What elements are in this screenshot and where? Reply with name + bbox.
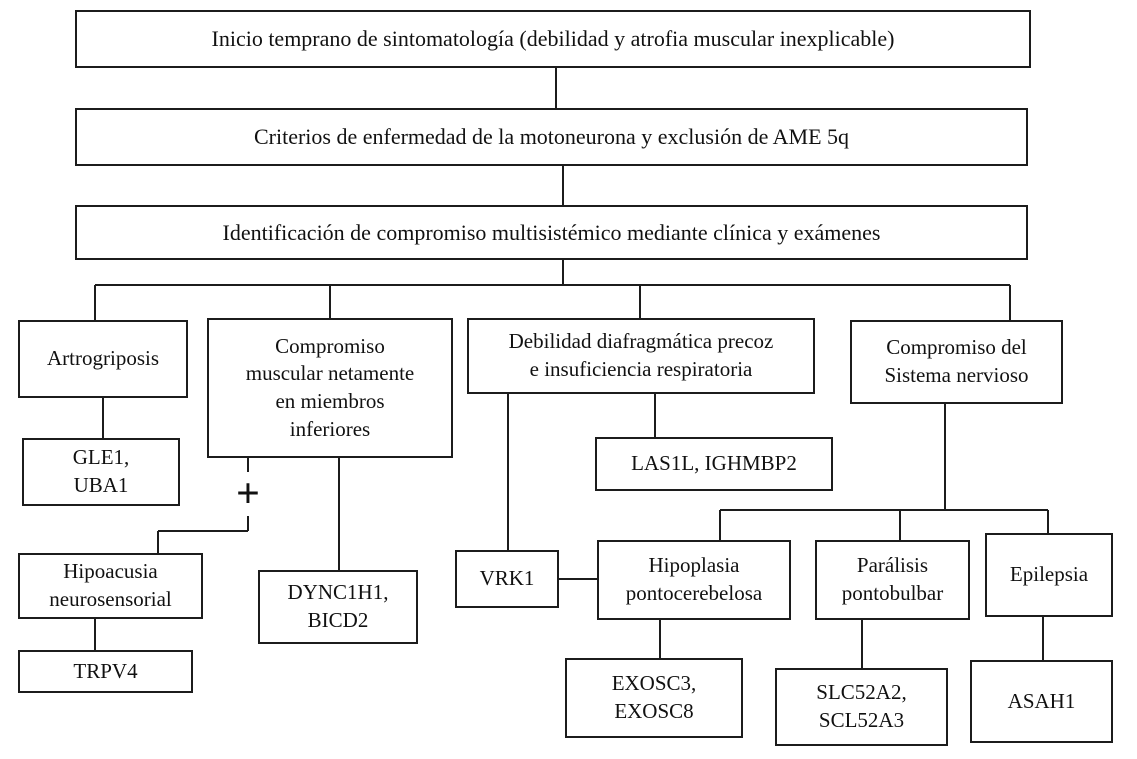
node-hipoacusia-neurosensorial: Hipoacusia neurosensorial [18, 553, 203, 619]
node-sistema-nervioso: Compromiso del Sistema nervioso [850, 320, 1063, 404]
node-gene-slc52a2-scl52a3: SLC52A2, SCL52A3 [775, 668, 948, 746]
node-gene-vrk1: VRK1 [455, 550, 559, 608]
node-gene-exosc3-exosc8: EXOSC3, EXOSC8 [565, 658, 743, 738]
node-hipoplasia-pontocerebelosa: Hipoplasia pontocerebelosa [597, 540, 791, 620]
node-gene-gle1-uba1: GLE1, UBA1 [22, 438, 180, 506]
node-gene-las1l-ighmbp2: LAS1L, IGHMBP2 [595, 437, 833, 491]
node-identificacion-multisistemico: Identificación de compromiso multisistém… [75, 205, 1028, 260]
node-criterios-motoneurona: Criterios de enfermedad de la motoneuron… [75, 108, 1028, 166]
node-gene-trpv4: TRPV4 [18, 650, 193, 693]
node-artrogriposis: Artrogriposis [18, 320, 188, 398]
node-gene-dync1h1-bicd2: DYNC1H1, BICD2 [258, 570, 418, 644]
node-epilepsia: Epilepsia [985, 533, 1113, 617]
node-gene-asah1: ASAH1 [970, 660, 1113, 743]
plus-sign: + [230, 472, 266, 516]
node-inicio-temprano: Inicio temprano de sintomatología (debil… [75, 10, 1031, 68]
node-paralisis-pontobulbar: Parálisis pontobulbar [815, 540, 970, 620]
node-compromiso-muscular: Compromiso muscular netamente en miembro… [207, 318, 453, 458]
node-debilidad-diafragmatica: Debilidad diafragmática precoz e insufic… [467, 318, 815, 394]
